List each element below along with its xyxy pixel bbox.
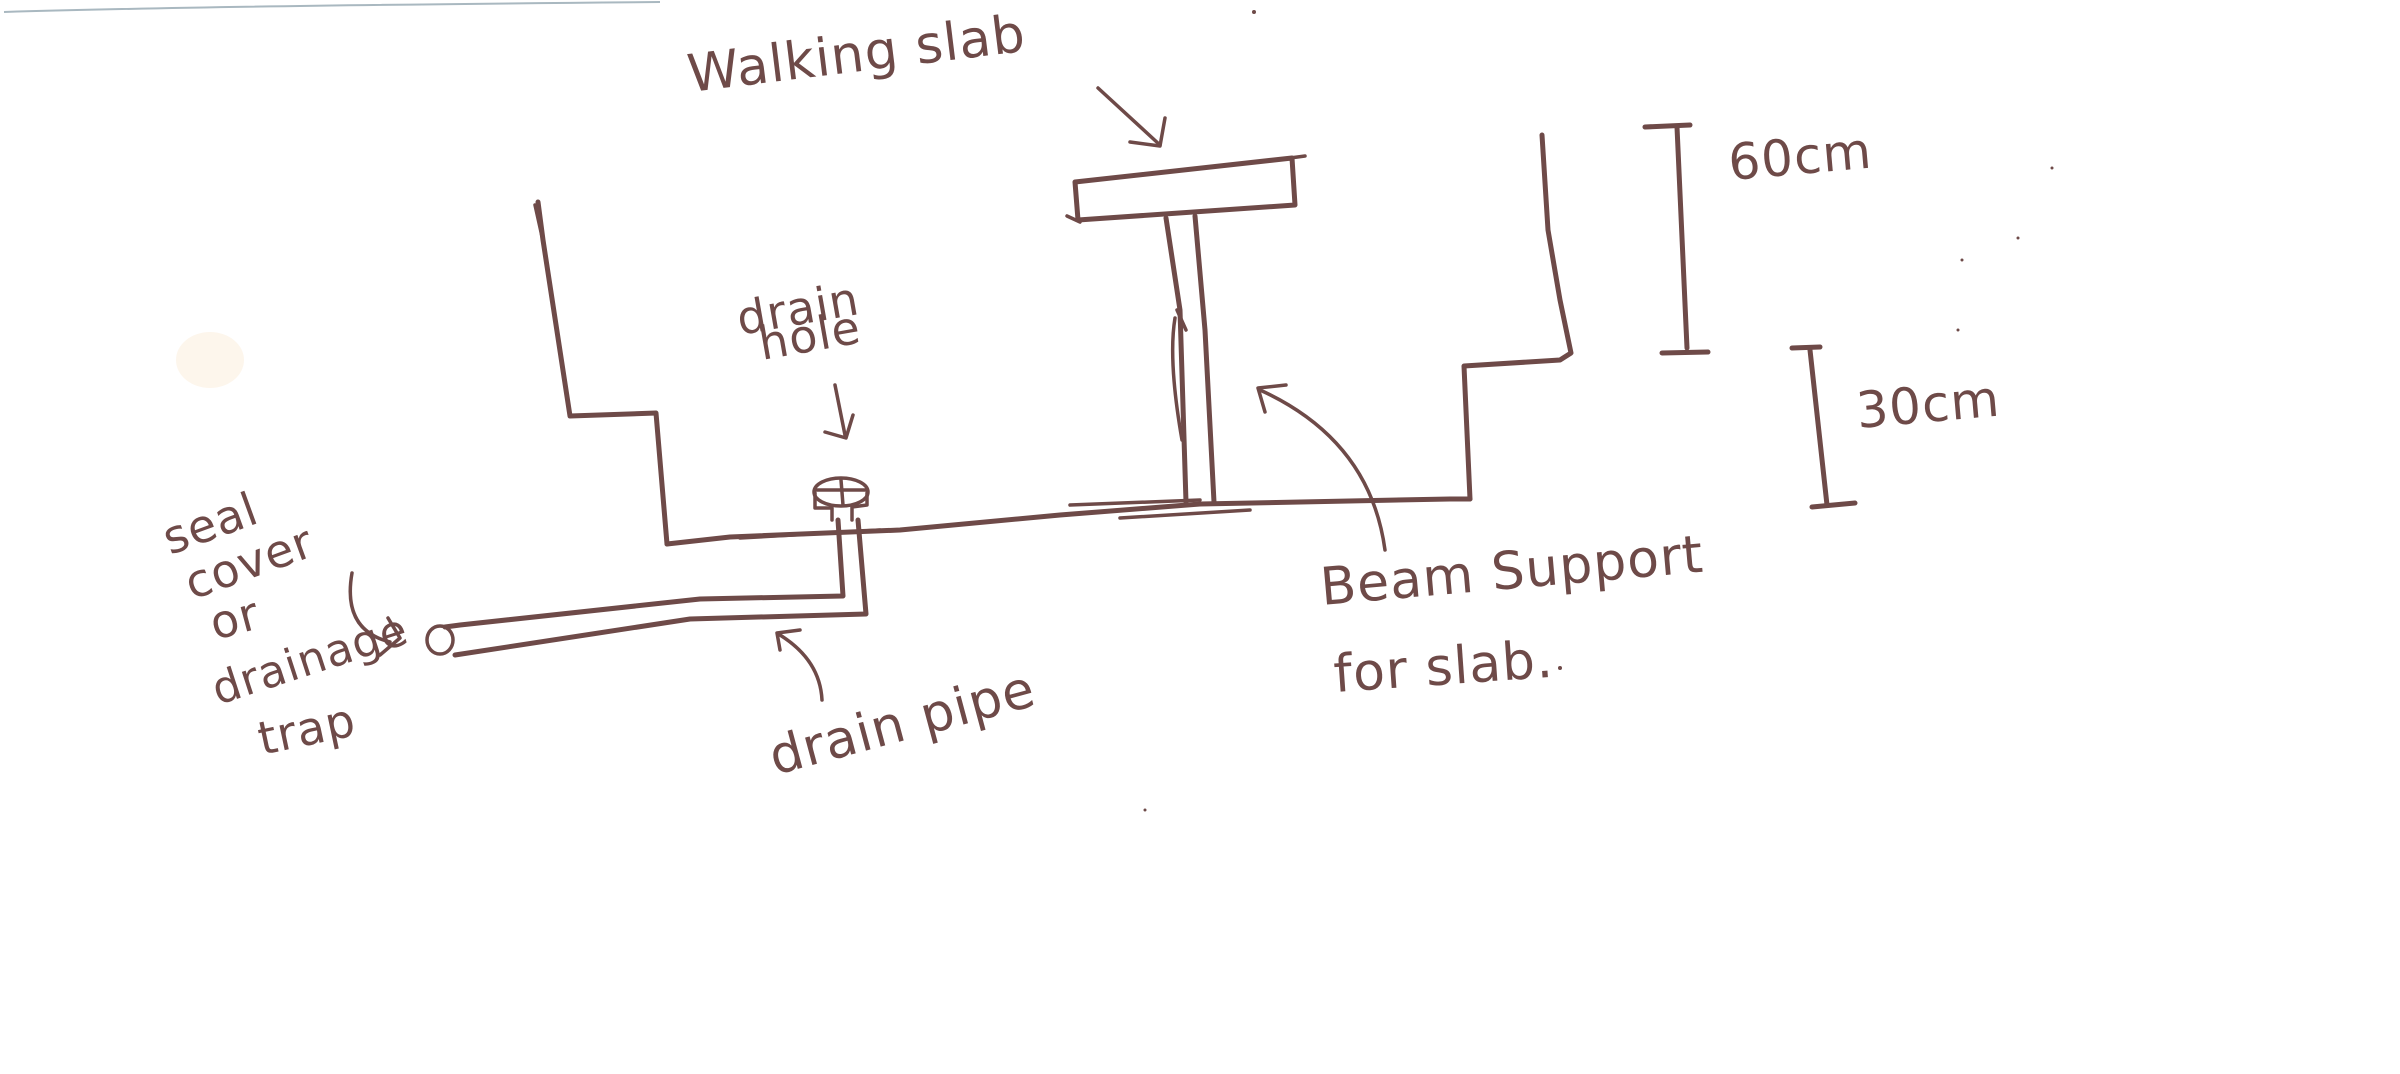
scan-edge	[3, 1, 661, 13]
beam-arrow-icon	[1256, 383, 1387, 552]
walking-slab-label: Walking slab	[684, 4, 1029, 105]
slab-arrow-icon	[1096, 86, 1167, 148]
seal-label-line3: or	[204, 586, 265, 651]
left-wall	[535, 199, 670, 547]
dimension-60cm-label: 60cm	[1726, 122, 1874, 192]
drain-hole-arrow-icon	[823, 383, 855, 440]
dimension-60cm-marker	[1642, 122, 1711, 356]
pit-floor	[664, 496, 1473, 547]
paper-smudge	[176, 332, 244, 388]
beam-support-label-line1: Beam Support	[1318, 525, 1706, 618]
seal-arrow-icon	[348, 571, 402, 657]
dimension-30cm-marker	[1789, 344, 1858, 510]
dimension-30cm-label: 30cm	[1854, 370, 2002, 440]
right-wall	[1461, 132, 1574, 502]
seal-label-line5: trap	[253, 692, 360, 765]
beam-support-label-line2: for slab.	[1332, 630, 1556, 705]
walking-slab	[1065, 154, 1307, 224]
paper-specks	[1143, 10, 2054, 812]
beam-support	[1163, 213, 1217, 505]
drain-pipe	[425, 517, 869, 658]
drain-hole	[812, 476, 870, 522]
drain-pipe-arrow-icon	[775, 628, 824, 702]
drain-pipe-label: drain pipe	[763, 659, 1042, 788]
left-wall-sketch-stroke	[533, 203, 547, 252]
